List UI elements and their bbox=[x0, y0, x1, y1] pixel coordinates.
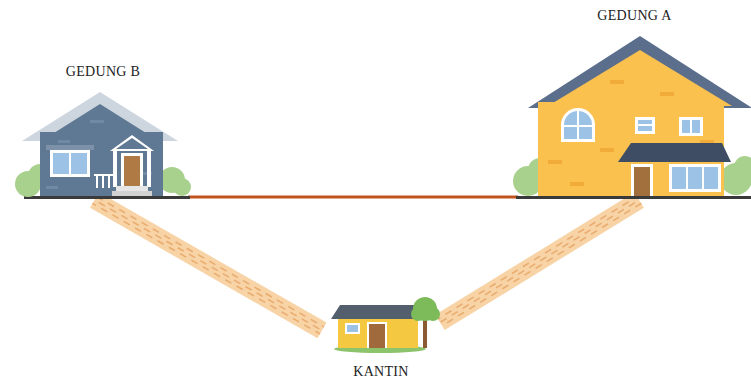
canteen bbox=[331, 297, 440, 353]
building-node: KANTIN bbox=[322, 300, 440, 380]
building-node: GEDUNG B bbox=[18, 64, 188, 200]
footpath-dashes bbox=[95, 200, 323, 330]
footpath-surface bbox=[440, 200, 639, 322]
ground-line bbox=[516, 196, 751, 199]
footpath-dashes bbox=[93, 203, 320, 333]
house-b bbox=[15, 92, 191, 197]
footpath bbox=[93, 197, 324, 334]
house-a bbox=[513, 36, 751, 196]
building-label: KANTIN bbox=[322, 364, 440, 380]
road-line-stroke bbox=[188, 196, 518, 199]
building-node: GEDUNG A bbox=[518, 8, 751, 200]
building-label: GEDUNG B bbox=[18, 64, 188, 80]
building-label: GEDUNG A bbox=[518, 8, 751, 24]
ground-line bbox=[24, 196, 190, 199]
footpath-dashes bbox=[96, 197, 324, 327]
footpath-dashes bbox=[440, 200, 639, 322]
footpath bbox=[438, 197, 641, 326]
footpath-dashes bbox=[442, 203, 641, 325]
road-line bbox=[188, 197, 518, 198]
footpath-dashes bbox=[438, 197, 637, 319]
footpath-surface bbox=[95, 200, 323, 330]
